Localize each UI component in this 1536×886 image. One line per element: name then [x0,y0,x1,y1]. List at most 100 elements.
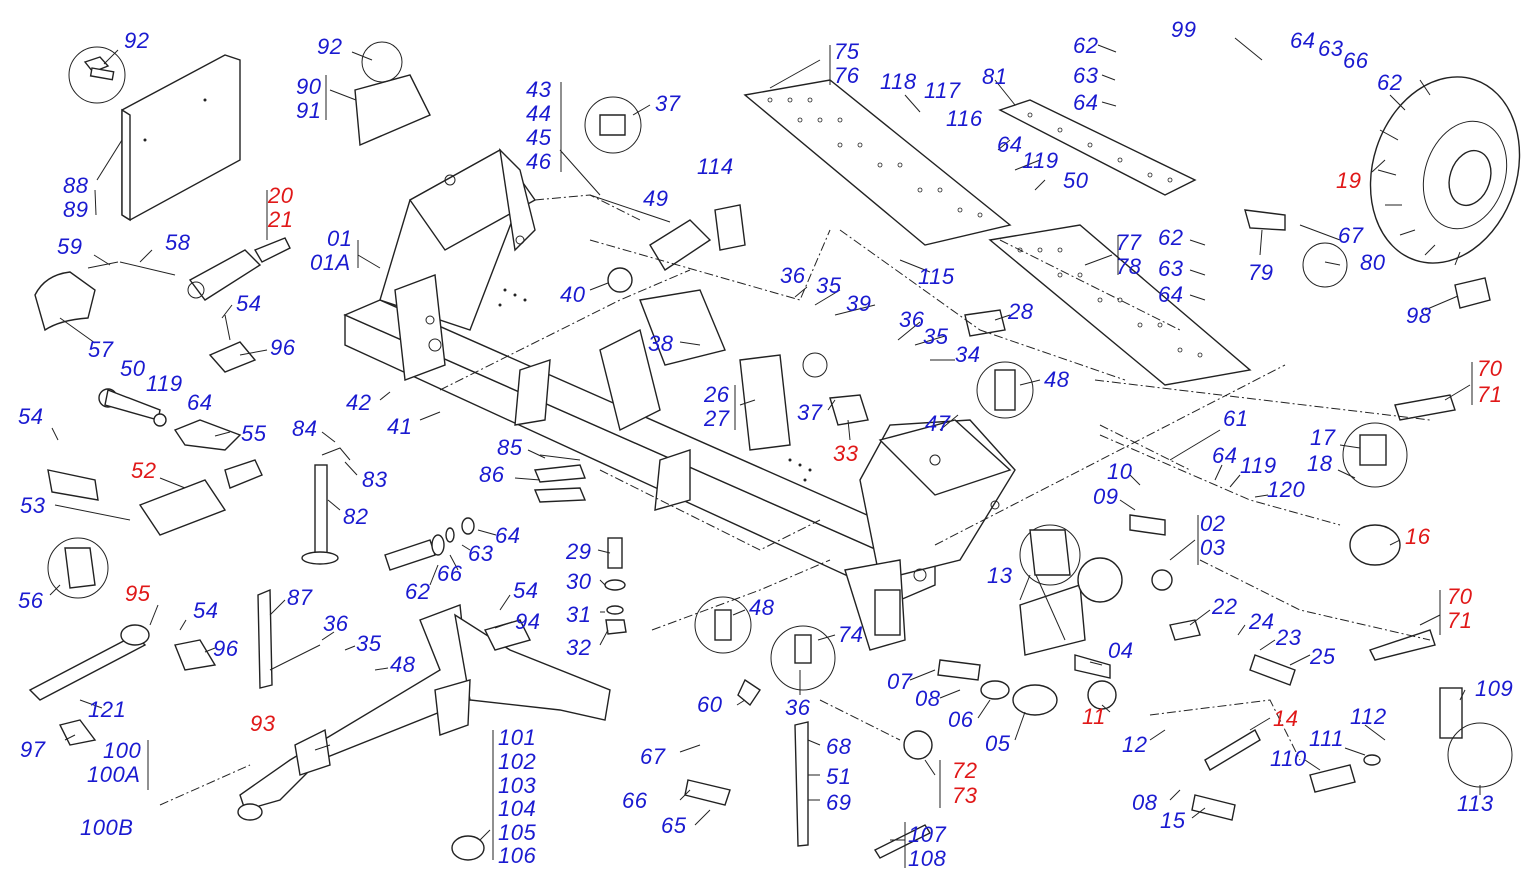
part-label: 120 [1267,477,1306,502]
part-label: 50 [120,356,146,381]
part-label: 102 [498,749,537,774]
part-label: 09 [1093,484,1119,509]
part-label: 104 [498,796,537,821]
part-label: 28 [1008,299,1034,324]
part-label: 114 [697,154,734,179]
assembly-centerlines [159,194,1431,806]
part-label: 111 [1309,726,1344,751]
bolt-48-a [976,361,1034,419]
part-label: 64 [187,390,213,415]
part-label: 63 [1158,256,1184,281]
part-label: 06 [948,707,974,732]
strap-87 [257,588,273,689]
part-label: 112 [1350,704,1387,729]
part-label: 56 [18,588,44,613]
part-label: 81 [982,64,1008,89]
part-label: 121 [88,697,127,722]
part-label: 45 [526,125,552,150]
part-label: 24 [1249,609,1275,634]
part-label: 48 [390,652,416,677]
part-label: 08 [1132,790,1158,815]
part-label: 118 [880,69,917,94]
part-label: 67 [1338,223,1364,248]
part-label: 64 [1212,443,1238,468]
part-label: 106 [498,843,537,868]
part-label: 103 [498,773,537,798]
part-label: 11 [1082,704,1106,729]
part-label: 69 [826,790,852,815]
part-label: 38 [648,331,674,356]
part-label: 115 [918,264,955,289]
part-label: 91 [296,98,322,123]
part-label: 59 [57,234,83,259]
part-label: 37 [797,400,823,425]
part-label: 48 [1044,367,1070,392]
hub-assembly-05-13 [937,524,1123,716]
cylinder-52 [47,459,263,599]
part-label: 72 [952,758,978,783]
part-label: 90 [296,74,322,99]
part-label: 05 [985,731,1011,756]
part-label: 36 [323,611,349,636]
part-label: 37 [655,91,681,116]
part-label: 62 [405,579,431,604]
part-label: 51 [826,764,852,789]
part-label: 58 [165,230,191,255]
part-label: 67 [640,744,666,769]
part-label: 41 [387,414,413,439]
part-label: 34 [955,342,981,367]
bolt-48-bc [694,596,836,707]
part-label: 52 [131,458,157,483]
part-label: 66 [1343,48,1369,73]
part-label: 92 [317,34,343,59]
part-label: 100A [87,762,141,787]
part-label: 64 [1158,282,1184,307]
bracket-90-91 [354,41,431,147]
part-label: 36 [780,263,806,288]
part-label: 36 [785,695,811,720]
part-label: 94 [515,609,541,634]
part-label: 110 [1270,746,1307,771]
rod-68-69 [684,721,809,847]
part-label: 74 [838,622,864,647]
jack-stand-82 [301,447,351,565]
part-label: 95 [125,581,151,606]
part-label: 01 [327,226,353,251]
part-label: 75 [834,39,860,64]
part-label: 77 [1116,230,1142,255]
part-label: 29 [566,539,592,564]
part-label: 47 [925,411,951,436]
part-label: 61 [1223,406,1249,431]
part-label: 63 [1073,63,1099,88]
part-label: 22 [1212,594,1238,619]
part-label: 43 [526,77,552,102]
plate-28 [964,309,1006,337]
part-label: 03 [1200,535,1226,560]
part-label: 119 [1240,453,1277,478]
part-label: 63 [468,541,494,566]
part-label: 87 [287,585,313,610]
frame-holes [498,288,812,482]
part-label: 66 [437,561,463,586]
part-label: 82 [343,504,369,529]
part-label: 60 [697,692,723,717]
part-label: 63 [1318,36,1344,61]
part-label: 62 [1073,33,1099,58]
bolt-set-62-66-63-64 [384,517,475,571]
cover-57 [34,261,176,332]
part-label: 79 [1248,260,1274,285]
part-label: 64 [1073,90,1099,115]
part-label: 48 [749,595,775,620]
part-label: 25 [1310,644,1336,669]
part-label: 35 [356,631,382,656]
bracket-79-80 [1244,209,1348,288]
part-label: 21 [268,207,294,232]
part-label: 71 [1477,382,1503,407]
part-label: 50 [1063,168,1089,193]
bolt-92-a [68,46,126,104]
part-label: 70 [1477,356,1503,381]
pin-14-15 [1191,729,1261,821]
part-label: 64 [495,523,521,548]
part-label: 44 [526,101,552,126]
